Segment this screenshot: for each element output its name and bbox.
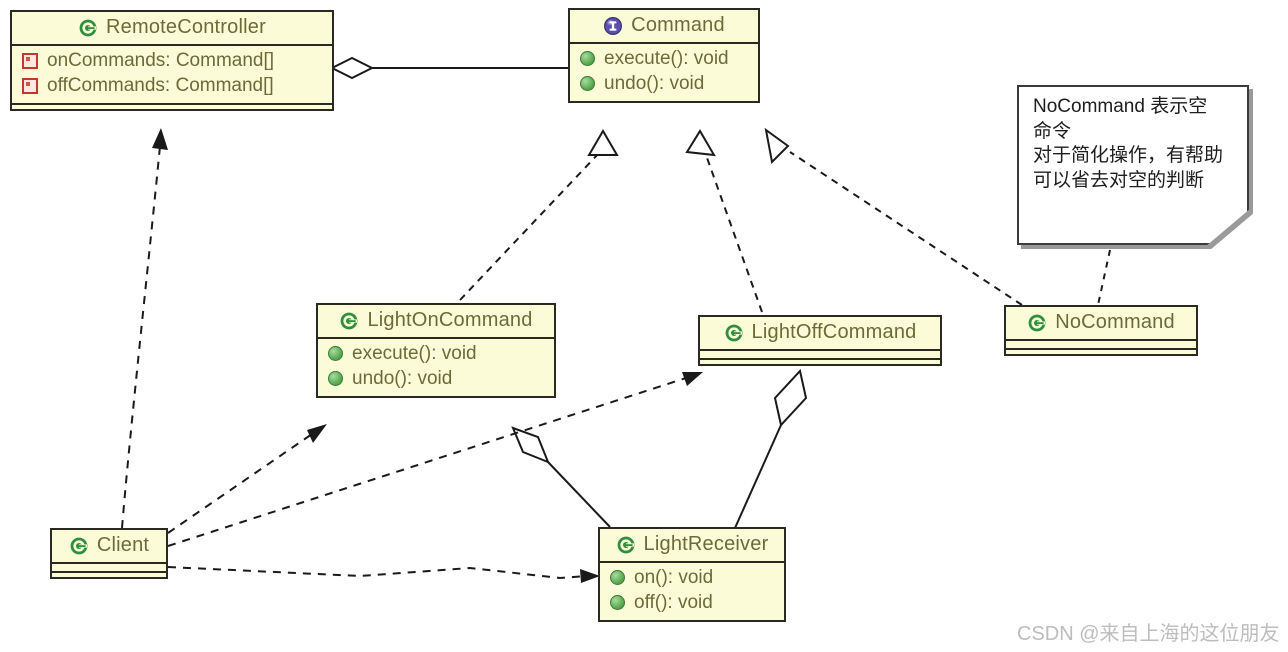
class-c-icon: [339, 311, 359, 331]
member-row[interactable]: execute(): void: [580, 48, 748, 70]
compartment-divider: [318, 337, 554, 339]
class-box-footer: [12, 102, 332, 109]
public-method-icon: [328, 371, 343, 387]
edge-lightoffcommand-implements-command: [685, 129, 763, 313]
members-list-light-on-command: execute(): void undo(): void: [318, 339, 554, 396]
member-label: off(): void: [634, 591, 713, 613]
public-method-icon: [580, 76, 595, 92]
member-label: undo(): void: [352, 367, 453, 389]
class-box-light-off-command[interactable]: LightOffCommand: [698, 315, 942, 366]
edge-client-depends-lightoncommand: [167, 424, 327, 534]
class-name-label: Command: [631, 14, 725, 36]
watermark-label: CSDN @来自上海的这位朋友: [1017, 623, 1280, 645]
note-line: 命令: [1033, 120, 1072, 142]
private-field-icon: [22, 77, 38, 94]
edge-client-depends-lightreceiver: [167, 566, 600, 583]
compartment-divider: [600, 561, 784, 563]
member-row[interactable]: on(): void: [610, 567, 774, 589]
class-title-no-command: NoCommand: [1006, 307, 1196, 339]
member-row[interactable]: offCommands: Command[]: [22, 75, 322, 97]
edge-lightoncommand-aggregates-lightreceiver: [511, 426, 611, 528]
class-box-no-command[interactable]: NoCommand: [1004, 305, 1198, 356]
members-list-light-receiver: on(): void off(): void: [600, 563, 784, 620]
class-title-command: Command: [570, 10, 758, 42]
members-list-no-command: [1006, 341, 1196, 348]
member-label: execute(): void: [352, 343, 477, 364]
member-label: on(): void: [634, 567, 714, 588]
member-row[interactable]: undo(): void: [580, 73, 748, 95]
class-box-command[interactable]: Command execute(): void undo(): void: [568, 8, 760, 103]
note-line: 可以省去对空的判断: [1033, 170, 1205, 192]
note-line: NoCommand 表示空: [1033, 96, 1208, 117]
member-row[interactable]: execute(): void: [328, 343, 544, 365]
member-row[interactable]: onCommands: Command[]: [22, 50, 322, 72]
members-list-client: [52, 564, 166, 571]
class-title-remote-controller: RemoteController: [12, 12, 332, 44]
edge-client-depends-lightoffcommand: [167, 372, 703, 547]
class-c-icon: [69, 536, 89, 556]
compartment-divider: [570, 42, 758, 44]
class-name-label: LightReceiver: [643, 533, 769, 555]
edge-lightoffcommand-aggregates-lightreceiver: [734, 368, 808, 529]
member-label: execute(): void: [604, 48, 729, 69]
class-title-light-receiver: LightReceiver: [600, 529, 784, 561]
members-list-command: execute(): void undo(): void: [570, 44, 758, 101]
class-box-footer: [1006, 348, 1196, 354]
note-line: 对于简化操作，有帮助: [1033, 145, 1224, 167]
members-list-remote-controller: onCommands: Command[] offCommands: Comma…: [12, 46, 332, 103]
public-method-icon: [328, 346, 343, 362]
class-title-client: Client: [52, 530, 166, 562]
class-box-footer: [700, 358, 940, 364]
class-box-client[interactable]: Client: [50, 528, 168, 579]
class-name-label: LightOnCommand: [367, 309, 533, 331]
compartment-divider: [52, 562, 166, 564]
public-method-icon: [580, 51, 595, 67]
class-name-label: Client: [96, 534, 150, 556]
class-c-icon: [724, 323, 744, 343]
class-c-icon: [616, 535, 636, 555]
compartment-divider: [1006, 339, 1196, 341]
class-box-light-on-command[interactable]: LightOnCommand execute(): void undo(): v…: [316, 303, 556, 398]
interface-i-icon: [603, 16, 623, 36]
class-title-light-off-command: LightOffCommand: [700, 317, 940, 349]
compartment-divider: [700, 349, 940, 351]
member-label: onCommands: Command[]: [47, 50, 275, 71]
members-list-light-off-command: [700, 351, 940, 358]
class-c-icon: [1027, 313, 1047, 333]
member-label: offCommands: Command[]: [47, 74, 274, 96]
edge-remotecontroller-aggregates-command: [329, 56, 568, 80]
compartment-divider: [12, 44, 332, 46]
public-method-icon: [610, 595, 625, 611]
class-box-footer: [52, 571, 166, 577]
member-row[interactable]: off(): void: [610, 592, 774, 614]
member-row[interactable]: undo(): void: [328, 368, 544, 390]
private-field-icon: [22, 52, 38, 69]
class-title-light-on-command: LightOnCommand: [318, 305, 554, 337]
class-c-icon: [78, 18, 98, 38]
note-no-command[interactable]: NoCommand 表示空 命令 对于简化操作，有帮助 可以省去对空的判断: [1017, 85, 1249, 245]
class-box-remote-controller[interactable]: RemoteController onCommands: Command[] o…: [10, 10, 334, 111]
class-name-label: LightOffCommand: [751, 321, 917, 343]
member-label: undo(): void: [604, 72, 705, 94]
class-name-label: NoCommand: [1055, 311, 1175, 333]
class-box-light-receiver[interactable]: LightReceiver on(): void off(): void: [598, 527, 786, 622]
public-method-icon: [610, 570, 625, 586]
class-name-label: RemoteController: [106, 16, 266, 38]
edge-note-anchor-nocommand: [1097, 249, 1111, 306]
edge-lightoncommand-implements-command: [459, 129, 619, 301]
edge-client-depends-remotecontroller: [121, 128, 168, 529]
edge-nocommand-implements-command: [764, 127, 1023, 306]
